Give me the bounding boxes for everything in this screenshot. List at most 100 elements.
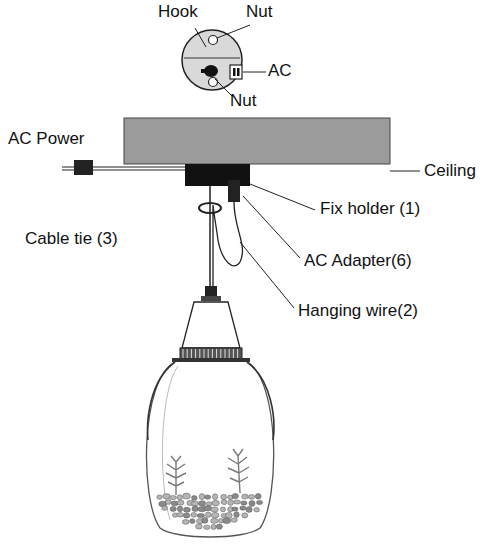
pebble bbox=[255, 494, 261, 500]
pebble bbox=[207, 502, 213, 506]
pebble bbox=[204, 525, 210, 529]
fin bbox=[191, 349, 192, 359]
pebbles bbox=[157, 493, 263, 529]
pebble bbox=[204, 506, 212, 511]
part-label: AC bbox=[268, 62, 292, 81]
pebble bbox=[169, 496, 176, 500]
pebble bbox=[177, 506, 182, 512]
pebble bbox=[177, 513, 184, 518]
ac-pin bbox=[233, 68, 236, 76]
pebble bbox=[192, 506, 198, 511]
pebble bbox=[216, 524, 222, 529]
pebble bbox=[165, 500, 171, 505]
part-label: Hanging wire(2) bbox=[298, 302, 418, 321]
pebble bbox=[191, 501, 199, 506]
pebble bbox=[211, 524, 216, 529]
nut-hole bbox=[209, 36, 218, 45]
pebble bbox=[212, 500, 219, 506]
pebble bbox=[240, 506, 246, 510]
pebble bbox=[225, 512, 232, 518]
pebble bbox=[213, 494, 218, 500]
hanging-wire bbox=[209, 186, 211, 290]
pebble bbox=[211, 512, 219, 518]
ac-adapter bbox=[228, 180, 240, 202]
part-label: Nut bbox=[230, 92, 256, 111]
pebble bbox=[221, 500, 227, 505]
pebble bbox=[231, 518, 237, 522]
fin bbox=[216, 349, 217, 359]
fin bbox=[187, 349, 188, 359]
leader-line bbox=[243, 72, 266, 73]
pebble bbox=[246, 507, 252, 513]
ac-socket bbox=[230, 65, 242, 79]
pebble bbox=[183, 513, 189, 518]
pebble bbox=[241, 501, 247, 505]
pebble bbox=[177, 495, 182, 500]
ac-plug bbox=[74, 160, 93, 175]
pebble bbox=[183, 507, 190, 512]
lamp-connector bbox=[205, 286, 217, 296]
lamp-shade bbox=[182, 302, 240, 348]
pebble bbox=[199, 494, 205, 500]
heat-sink-fins bbox=[183, 349, 238, 359]
pebble bbox=[192, 496, 198, 501]
fin bbox=[183, 349, 184, 359]
pebble bbox=[199, 501, 206, 506]
pebble bbox=[242, 513, 248, 518]
leader-line bbox=[240, 242, 294, 308]
leader-line bbox=[217, 25, 250, 38]
holder-top-view bbox=[182, 30, 242, 90]
pebble bbox=[196, 524, 203, 529]
pebble bbox=[205, 512, 211, 517]
ceiling bbox=[124, 118, 390, 164]
pebble bbox=[232, 493, 238, 498]
pebble bbox=[249, 501, 255, 507]
pebble bbox=[162, 506, 168, 511]
glass-jar bbox=[146, 362, 273, 537]
pebble bbox=[221, 494, 227, 499]
part-label: Fix holder (1) bbox=[320, 200, 420, 219]
part-label: Cable tie (3) bbox=[25, 230, 118, 249]
pebble bbox=[232, 507, 238, 511]
hook-symbol bbox=[201, 69, 211, 73]
pebble bbox=[202, 517, 208, 523]
pebble bbox=[182, 520, 189, 525]
part-label: AC Adapter(6) bbox=[304, 252, 412, 271]
pebble bbox=[197, 514, 205, 518]
pebble bbox=[211, 519, 219, 524]
pebble bbox=[234, 512, 239, 518]
part-label: Hook bbox=[158, 3, 198, 22]
leader-line bbox=[250, 184, 315, 210]
cable-tie bbox=[199, 203, 221, 213]
part-label: Ceiling bbox=[424, 162, 476, 181]
fin bbox=[212, 349, 213, 359]
pebble bbox=[254, 507, 260, 512]
pebble bbox=[211, 507, 218, 512]
fin bbox=[225, 349, 226, 359]
pebble bbox=[248, 495, 254, 500]
leader-line bbox=[195, 28, 206, 47]
ac-pin bbox=[237, 68, 240, 76]
leader-line bbox=[243, 196, 300, 258]
part-label: AC Power bbox=[8, 130, 85, 149]
leader-line bbox=[215, 79, 232, 96]
pebble bbox=[191, 512, 197, 517]
pebble bbox=[163, 494, 171, 499]
pebble bbox=[177, 500, 184, 505]
pebble bbox=[205, 495, 211, 499]
fin bbox=[195, 349, 196, 359]
fin bbox=[233, 349, 234, 359]
fix-holder bbox=[185, 164, 250, 186]
fern-plant bbox=[166, 449, 249, 495]
lamp-ring bbox=[172, 358, 250, 362]
pebble bbox=[234, 500, 241, 504]
pebble bbox=[220, 507, 225, 512]
pebble bbox=[157, 495, 162, 499]
pebble bbox=[170, 506, 176, 511]
fin bbox=[237, 349, 238, 359]
pebble bbox=[183, 493, 191, 499]
holder-slot bbox=[184, 58, 240, 59]
pebble bbox=[190, 519, 195, 524]
pebble bbox=[242, 494, 248, 499]
